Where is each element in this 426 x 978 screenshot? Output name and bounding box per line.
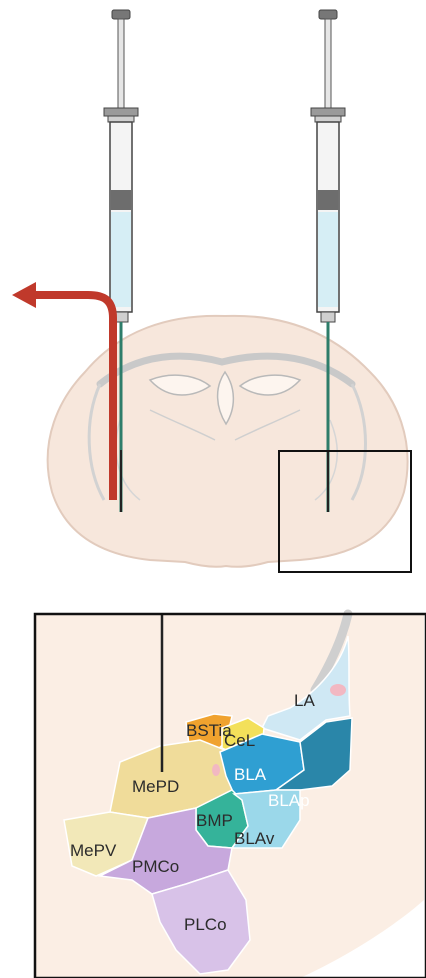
label-bmp: BMP — [196, 811, 233, 830]
plunger-cap — [112, 10, 130, 19]
label-la: LA — [294, 691, 315, 710]
syringe-hub — [321, 312, 335, 322]
label-cel: CeL — [224, 731, 255, 750]
arrow-head — [12, 282, 36, 308]
label-pmco: PMCo — [132, 857, 179, 876]
label-mepv: MePV — [70, 841, 117, 860]
syringe-liquid — [111, 212, 131, 307]
plunger-flange — [311, 108, 345, 116]
magnified-panel: BSTia CeL LA MePD BLA BLAp BMP BLAv MePV… — [35, 614, 426, 978]
pink-blob — [330, 684, 346, 696]
plunger-collar — [315, 116, 341, 122]
plunger-flange — [104, 108, 138, 116]
label-bla: BLA — [234, 765, 267, 784]
plunger-collar — [108, 116, 134, 122]
label-blap: BLAp — [268, 791, 310, 810]
plunger-rod — [325, 19, 331, 109]
barrel-dark-section — [111, 190, 131, 210]
plunger-rod — [118, 19, 124, 109]
brain-section — [48, 316, 408, 567]
brain-outline — [48, 316, 408, 567]
plunger-cap — [319, 10, 337, 19]
pink-blob — [212, 764, 220, 776]
label-plco: PLCo — [184, 915, 227, 934]
syringe-liquid — [318, 212, 338, 307]
label-blav: BLAv — [234, 829, 275, 848]
barrel-dark-section — [318, 190, 338, 210]
label-mepd: MePD — [132, 777, 179, 796]
